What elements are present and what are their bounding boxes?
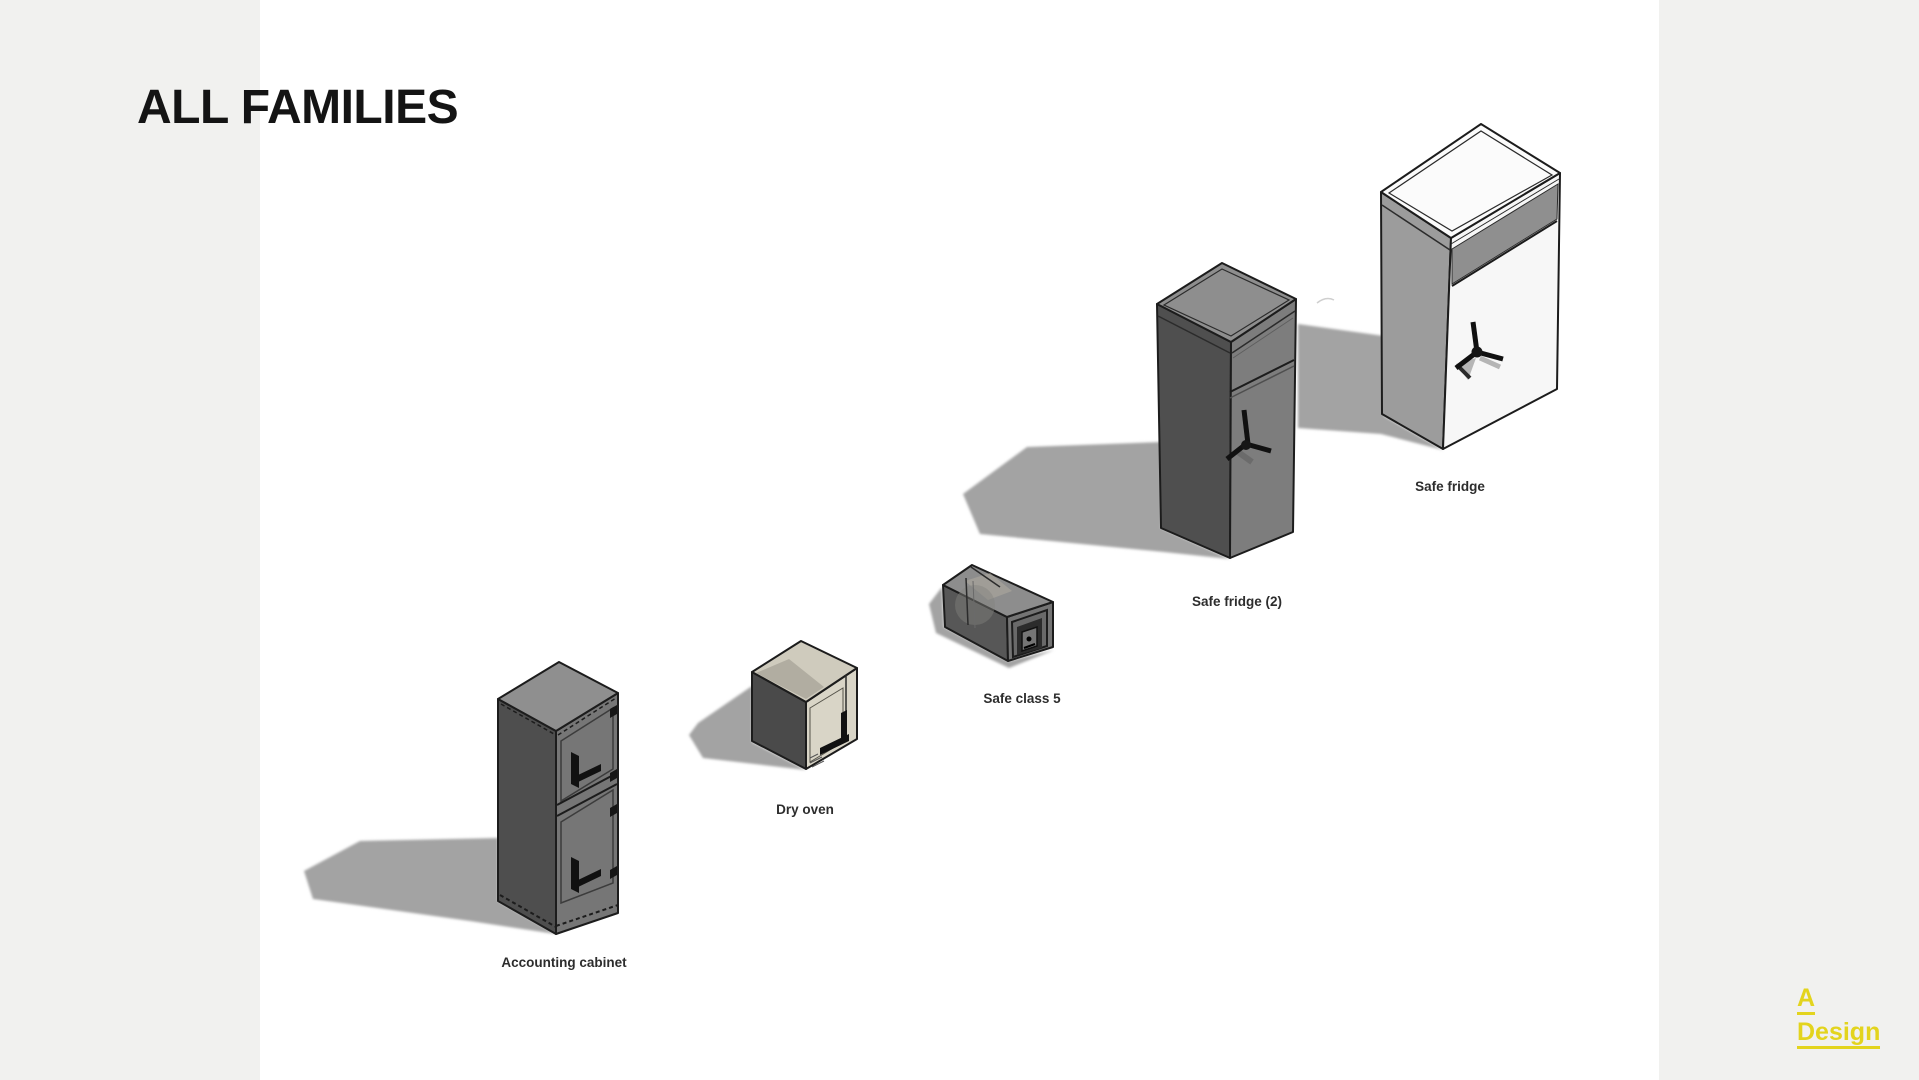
accounting-cabinet-front-face xyxy=(556,693,618,934)
family-thumbnail-safe-class-5[interactable] xyxy=(929,565,1054,668)
accounting-cabinet-top-face xyxy=(498,662,618,731)
dry-oven-shadow xyxy=(689,686,806,770)
right-margin-strip xyxy=(1659,0,1919,1080)
family-thumbnail-accounting-cabinet[interactable] xyxy=(304,662,618,934)
safe-fridge-handle xyxy=(1456,322,1503,380)
safe-fridge-2-top-rim xyxy=(1164,269,1289,336)
family-thumbnail-dry-oven[interactable] xyxy=(689,641,857,770)
safe-class-5-shadow xyxy=(929,587,1054,668)
page-title: ALL FAMILIES xyxy=(137,81,459,135)
left-margin-strip xyxy=(0,0,260,1080)
safe-fridge-top-rim xyxy=(1389,131,1552,231)
logo-line-a[interactable]: A xyxy=(1797,986,1816,1015)
safe-fridge-shadow xyxy=(1298,324,1443,450)
safe-fridge-2-top-face xyxy=(1157,263,1296,342)
safe-fridge-2-side-face xyxy=(1157,304,1231,558)
dry-oven-handle xyxy=(820,710,849,755)
family-label-safe-fridge: Safe fridge xyxy=(1415,479,1485,494)
safe-class-5-door xyxy=(1012,610,1047,657)
family-label-accounting-cabinet: Accounting cabinet xyxy=(501,955,627,970)
sketch-mark xyxy=(1317,299,1334,303)
accounting-cabinet-upper-door xyxy=(561,708,613,801)
logo-line-design[interactable]: Design xyxy=(1797,1020,1881,1049)
dry-oven-vents xyxy=(810,754,824,767)
family-label-safe-class-5: Safe class 5 xyxy=(983,691,1061,706)
a-design-logo[interactable]: A Design xyxy=(1797,986,1881,1054)
family-label-dry-oven: Dry oven xyxy=(776,802,834,817)
accounting-cabinet-handles xyxy=(571,752,601,893)
dry-oven-top-shading xyxy=(756,659,824,699)
accounting-cabinet-lower-door xyxy=(561,790,613,903)
safe-fridge-top-band xyxy=(1452,184,1558,284)
safe-class-5-top-highlight xyxy=(965,573,1012,600)
accounting-cabinet-hinges xyxy=(610,705,617,879)
family-label-safe-fridge-2: Safe fridge (2) xyxy=(1191,594,1283,609)
accounting-cabinet-shadow xyxy=(304,838,556,934)
safe-class-5-side-highlight xyxy=(955,585,995,625)
family-thumbnail-safe-fridge-2[interactable] xyxy=(963,263,1296,559)
safe-fridge-2-handle xyxy=(1227,410,1271,462)
family-thumbnail-safe-fridge[interactable] xyxy=(1298,124,1560,450)
